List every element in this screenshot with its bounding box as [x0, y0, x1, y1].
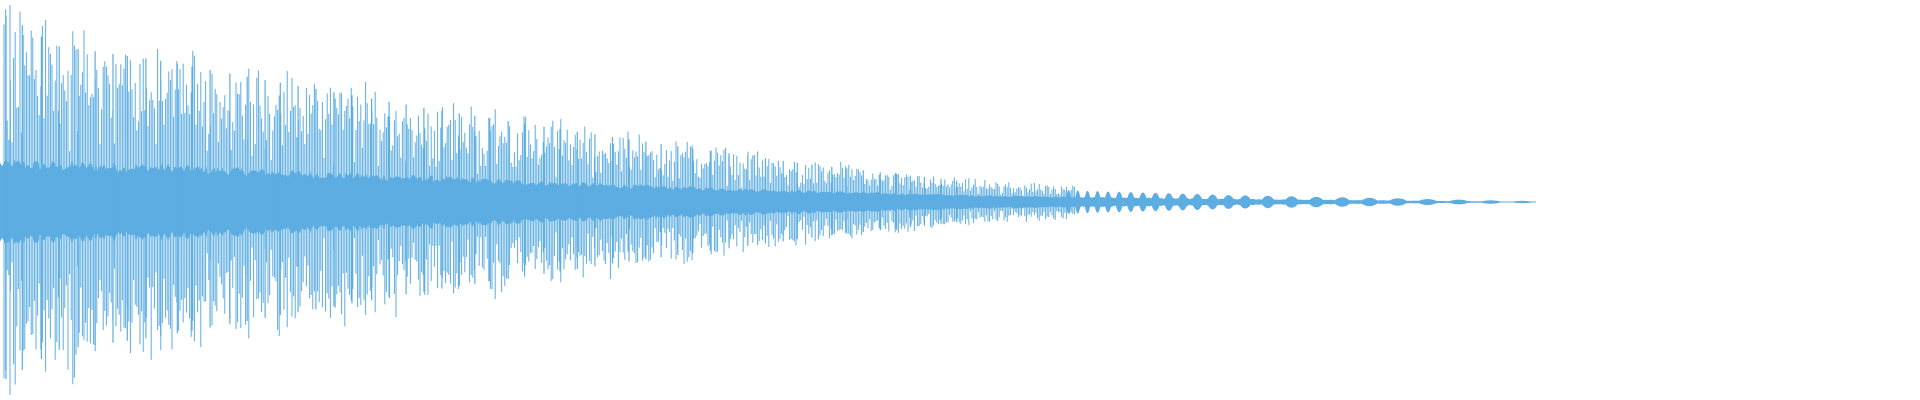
- waveform-lobe: [1238, 195, 1253, 209]
- waveform-lobe: [1260, 195, 1276, 209]
- waveform-lobe: [1283, 196, 1300, 208]
- waveform-spikes: [3, 5, 1075, 395]
- waveform-lobe: [1126, 192, 1136, 212]
- waveform-lobe: [1333, 197, 1352, 207]
- waveform-lobe: [1065, 190, 1072, 214]
- waveform-lobe: [1104, 191, 1112, 213]
- waveform-lobe: [1093, 191, 1102, 213]
- waveform-lobe: [1084, 190, 1091, 214]
- waveform-lobe: [1163, 193, 1175, 211]
- waveform-lobe: [1307, 196, 1325, 208]
- waveform-lobe: [1206, 194, 1219, 210]
- waveform-lobe: [1138, 192, 1148, 212]
- waveform-lobes: [1065, 190, 1536, 214]
- waveform-body: [0, 158, 1536, 246]
- waveform-lobe: [1221, 194, 1236, 210]
- waveform-peak-lines: [5, 15, 958, 380]
- waveform-lobe: [1177, 193, 1189, 211]
- waveform-lobe: [1115, 191, 1124, 213]
- waveform-lobe: [1074, 190, 1081, 214]
- waveform-lobe: [1150, 192, 1161, 212]
- waveform-body-fill: [0, 158, 1536, 246]
- waveform-lobe: [1191, 194, 1204, 210]
